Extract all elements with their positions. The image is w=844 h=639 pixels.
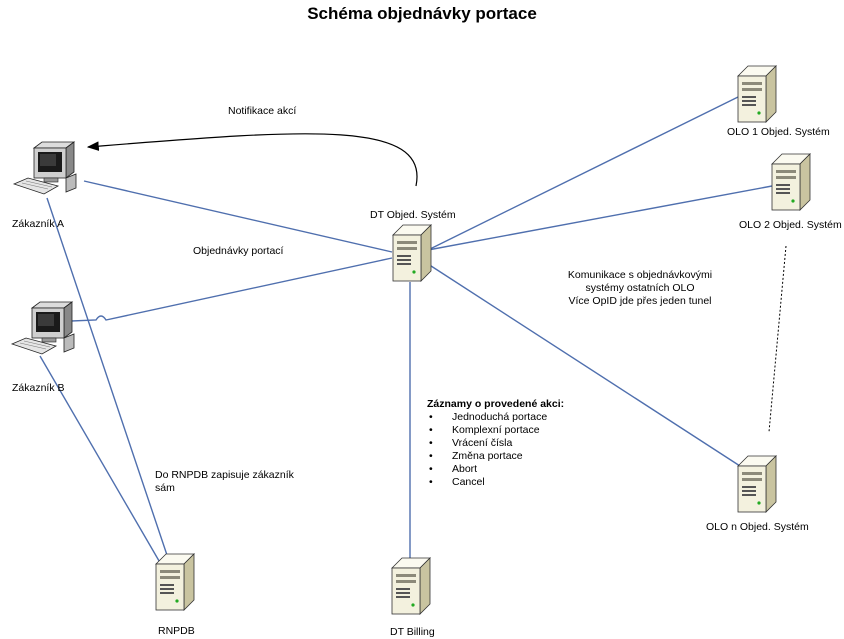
server-icon (737, 455, 777, 513)
edge-label-notification: Notifikace akcí (228, 105, 297, 117)
node-label-olon: OLO n Objed. Systém (706, 521, 809, 533)
records-list: Záznamy o provedené akci: Jednoduchá por… (427, 398, 564, 489)
edge-dt-olo2 (427, 185, 773, 251)
olo-comm-line: Více OpID jde přes jeden tunel (568, 295, 712, 307)
node-label-olo1: OLO 1 Objed. Systém (727, 126, 830, 138)
edge-olo-continuation (768, 245, 787, 433)
server-icon (391, 557, 431, 615)
records-item: Změna portace (429, 450, 564, 463)
rnpdb-note-line: Do RNPDB zapisuje zákazník (155, 469, 294, 481)
edge-customer-b-rnpdb (39, 355, 163, 567)
records-item: Cancel (429, 476, 564, 489)
workstation-icon (11, 301, 75, 355)
server-icon (155, 553, 195, 611)
rnpdb-note-line: sám (155, 482, 175, 494)
edge-customer-a-rnpdb (46, 197, 171, 565)
edge-customer-b-dt (47, 257, 393, 323)
records-item: Abort (429, 463, 564, 476)
olo-comm-line: Komunikace s objednávkovými (567, 269, 713, 281)
edge-label-olo-communication: Komunikace s objednávkovými systémy osta… (555, 269, 725, 308)
records-item: Jednoduchá portace (429, 411, 564, 424)
node-label-dt-system: DT Objed. Systém (370, 209, 456, 221)
edge-dt-olon (427, 263, 741, 467)
edge-customer-a-dt (83, 180, 393, 253)
records-item: Vrácení čísla (429, 437, 564, 450)
node-label-olo2: OLO 2 Objed. Systém (739, 219, 842, 231)
server-icon (392, 224, 432, 282)
records-heading: Záznamy o provedené akci: (427, 398, 565, 410)
records-item: Komplexní portace (429, 424, 564, 437)
node-label-customer-a: Zákazník A (12, 218, 64, 230)
olo-comm-line: systémy ostatních OLO (585, 282, 695, 294)
edge-label-rnpdb-note: Do RNPDB zapisuje zákazník sám (155, 469, 294, 495)
diagram-title: Schéma objednávky portace (307, 4, 537, 23)
server-icon (771, 153, 811, 211)
edge-dt-olo1 (427, 96, 739, 251)
notification-arrow (86, 133, 418, 187)
records-items: Jednoduchá portace Komplexní portace Vrá… (427, 411, 564, 489)
workstation-icon (13, 141, 77, 195)
connection-lines (39, 96, 773, 567)
node-label-rnpdb: RNPDB (158, 625, 195, 637)
node-label-dt-billing: DT Billing (390, 626, 435, 638)
edge-label-orders: Objednávky portací (193, 245, 284, 257)
server-icon (737, 65, 777, 123)
node-label-customer-b: Zákazník B (12, 382, 65, 394)
